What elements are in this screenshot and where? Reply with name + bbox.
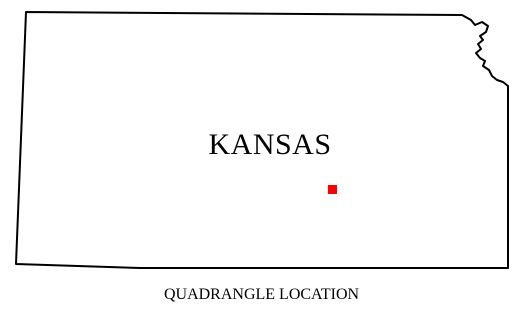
quadrangle-location-marker xyxy=(328,185,337,194)
state-name-label: KANSAS xyxy=(208,128,332,161)
state-outline xyxy=(15,11,509,269)
map-caption: QUADRANGLE LOCATION xyxy=(163,286,360,303)
